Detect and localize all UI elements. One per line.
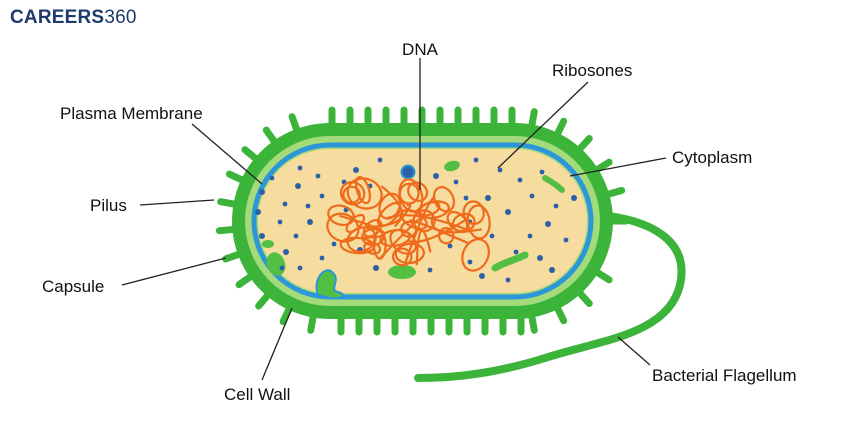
inclusion-body [262,240,274,248]
dna-strand [379,214,426,259]
bacterial-flagellum [414,211,686,382]
ribosome [295,183,301,189]
ribosome [433,173,439,179]
label-pilus: Pilus [90,196,127,215]
ribosome [539,169,545,175]
dna-loop [466,204,491,240]
ribosome [545,221,551,227]
dna-strand [394,203,412,227]
dna-strand [339,215,386,239]
ribosome [297,265,303,271]
ribosome [297,165,303,171]
dna-strand [409,219,469,244]
ribosome [315,173,321,179]
ribosome [497,167,503,173]
leader-cytoplasm [569,157,667,177]
ribosome [529,193,535,199]
ribosome [479,273,485,279]
dna-loop [342,185,361,204]
ribosome [447,243,453,249]
ribosome [259,233,265,239]
ribosome [505,277,511,283]
label-ribosomes: Ribosones [552,61,632,80]
label-leader-lines [121,58,667,381]
ribosome [513,249,519,255]
leader-flagellum [617,336,651,366]
dna-loop [394,242,425,265]
ribosome [463,195,469,201]
ribosome [473,157,479,163]
brand-number: 360 [104,7,137,28]
ribosome [485,195,491,201]
label-cell-wall: Cell Wall [224,385,290,404]
dna-loop [461,238,490,272]
inclusion-body [491,251,529,272]
dna-loop [407,181,429,202]
ribosome [269,175,275,181]
dna-loop [378,192,402,220]
ribosome [549,267,555,273]
dna-loop [363,241,382,255]
leader-cell-wall [261,307,293,381]
dna-loop [339,236,376,255]
ribosome [505,209,511,215]
dna-loop [398,182,420,205]
ribosome [282,201,288,207]
label-bacterial-flagellum: Bacterial Flagellum [652,366,797,385]
ribosome [467,259,473,265]
leader-capsule [121,257,227,286]
dna-loop [326,212,360,243]
label-cytoplasm: Cytoplasm [672,148,752,167]
cytoplasm [258,149,587,293]
dna-strand [415,229,432,266]
dna-strand [403,196,435,266]
dna-loop [362,219,383,238]
plasma-membrane [251,142,594,300]
inclusion-body [388,265,416,279]
label-plasma-membrane: Plasma Membrane [60,104,203,123]
dna-loop [391,247,413,267]
ribosome [353,167,359,173]
ribosome [571,195,577,201]
ribosome [283,249,289,255]
mesosome [315,269,344,300]
ribosome [377,157,383,163]
ribosome [453,179,459,185]
dna-loop [437,227,455,245]
inclusion-body [444,160,460,172]
ribosome [277,219,283,225]
large-granule [400,164,416,180]
dna-loop [355,175,371,205]
leader-plasma-membrane [191,123,263,185]
ribosome [517,177,523,183]
inclusion-body [542,175,565,193]
dna-strand [385,214,471,232]
leader-ribosomes [497,81,589,169]
ribosome [293,233,299,239]
ribosome [305,203,311,209]
label-dna: DNA [402,40,439,59]
brand-name: CAREERS [10,7,105,28]
ribosome [331,241,337,247]
ribosome [537,255,543,261]
ribosome [427,267,433,273]
ribosome [279,265,285,271]
label-capsule: Capsule [42,277,104,296]
dna-loop [462,200,485,226]
brand-logo: CAREERS360 [10,7,137,29]
ribosome [489,233,495,239]
ribosome [319,193,325,199]
ribosome [307,219,313,225]
leader-pilus [139,199,215,206]
ribosome [527,233,533,239]
ribosome [373,265,379,271]
ribosome [553,203,559,209]
ribosome [255,209,261,215]
ribosome [259,189,265,195]
dna-nucleoid [326,175,491,272]
ribosome [563,237,569,243]
ribosome [319,255,325,261]
